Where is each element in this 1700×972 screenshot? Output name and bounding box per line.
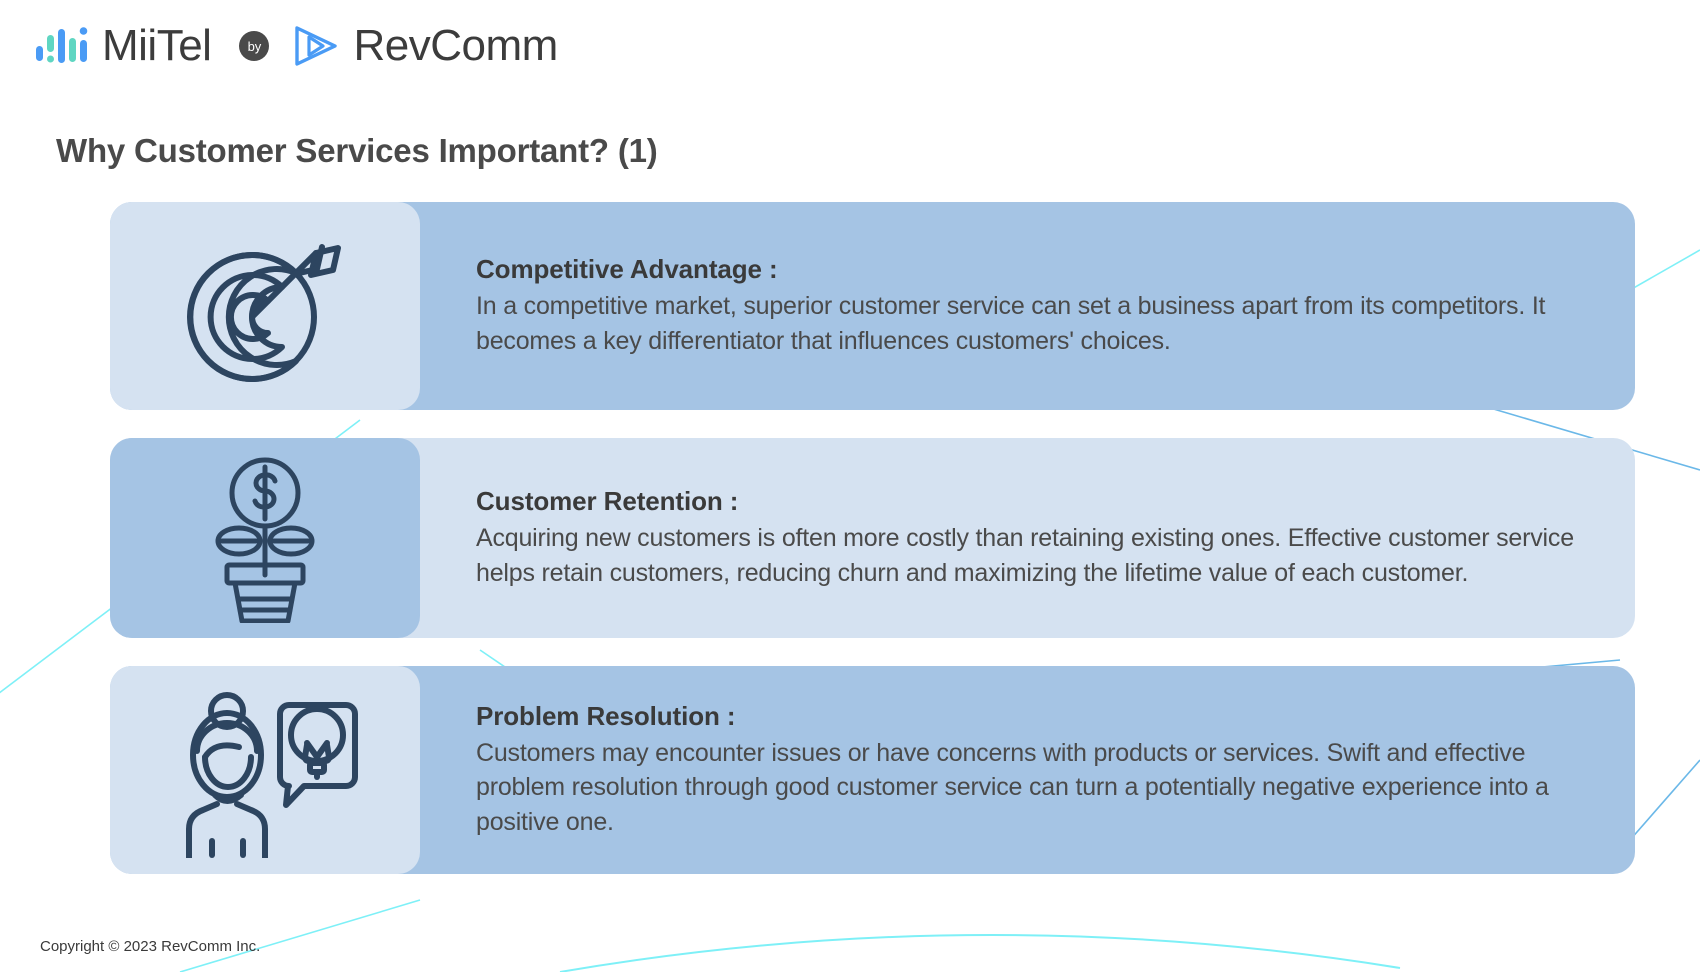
icon-box-1 — [110, 202, 420, 410]
decor-arc-bottom — [559, 934, 1401, 972]
card-heading-1: Competitive Advantage : — [476, 254, 778, 284]
person-idea-bubble-icon — [186, 691, 358, 858]
by-badge: by — [239, 31, 270, 61]
card-text-3: Customers may encounter issues or have c… — [476, 738, 1549, 836]
card-body-3: Problem Resolution : Customers may encou… — [420, 666, 1635, 874]
card-text-1: In a competitive market, superior custom… — [476, 292, 1546, 355]
card-problem-resolution: Problem Resolution : Customers may encou… — [110, 666, 1635, 874]
money-plant-icon — [215, 457, 315, 623]
miitel-logo: MiiTel — [34, 21, 212, 70]
footer-copyright: Copyright © 2023 RevComm Inc. — [40, 938, 261, 955]
decor-line-bottom-left — [179, 899, 421, 972]
brand-bar: MiiTel by RevComm — [34, 24, 558, 68]
icon-box-2 — [110, 438, 420, 638]
card-customer-retention: Customer Retention : Acquiring new custo… — [110, 438, 1635, 638]
revcomm-play-icon — [295, 26, 338, 66]
miitel-wordmark: MiiTel — [102, 21, 212, 70]
decor-line-right-3 — [1629, 759, 1700, 841]
card-heading-2: Customer Retention : — [476, 486, 739, 516]
card-body-1: Competitive Advantage : In a competitive… — [420, 202, 1635, 410]
card-text-2: Acquiring new customers is often more co… — [476, 524, 1574, 587]
page-title: Why Customer Services Important? (1) — [56, 132, 658, 170]
icon-box-3 — [110, 666, 420, 874]
revcomm-logo: RevComm — [293, 21, 558, 70]
card-heading-3: Problem Resolution : — [476, 700, 736, 731]
card-competitive-advantage: Competitive Advantage : In a competitive… — [110, 202, 1635, 410]
audio-wave-icon — [36, 27, 88, 63]
revcomm-wordmark: RevComm — [353, 21, 558, 70]
card-body-2: Customer Retention : Acquiring new custo… — [420, 438, 1635, 638]
target-arrow-icon — [187, 244, 341, 382]
cards-list: Competitive Advantage : In a competitive… — [110, 202, 1635, 902]
